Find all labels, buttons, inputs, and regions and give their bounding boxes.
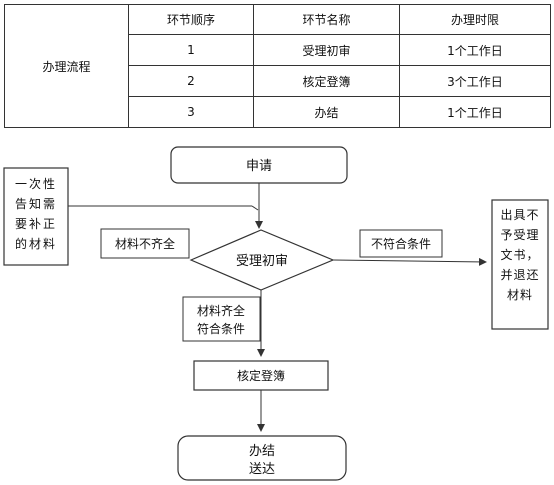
finish-line-1: 办结 <box>249 444 275 459</box>
notify-line-2: 告知需 <box>15 197 57 211</box>
notify-line-1: 一次性 <box>15 177 57 191</box>
notify-line-4: 的材料 <box>15 236 57 251</box>
notify-line-3: 要补正 <box>15 217 57 231</box>
finish-node <box>177 435 347 481</box>
not-eligible-label-box <box>359 229 443 258</box>
name-cell: 办结 <box>253 96 400 128</box>
table-row: 3 办结 1个工作日 <box>5 96 551 128</box>
rejection-line-3: 文书， <box>500 247 539 262</box>
order-cell: 3 <box>128 96 254 128</box>
finish-line-2: 送达 <box>249 462 275 477</box>
limit-cell: 1个工作日 <box>399 96 551 128</box>
eligible-label-line-1: 材料齐全 <box>197 303 245 318</box>
rejection-line-4: 并退还 <box>500 268 539 282</box>
arrow-to-rejection <box>332 257 487 266</box>
notify-box <box>3 167 69 266</box>
rejection-line-1: 出具不 <box>500 208 539 222</box>
row-header-cell: 办理流程 <box>4 4 129 128</box>
review-decision-label: 受理初审 <box>236 254 288 269</box>
table-row: 2 核定登簿 3个工作日 <box>5 65 551 97</box>
apply-label: 申请 <box>246 159 272 174</box>
missing-materials-label-box <box>100 228 190 259</box>
missing-materials-label: 材料不齐全 <box>115 236 175 251</box>
eligible-label-box <box>182 296 261 342</box>
order-cell: 2 <box>128 65 254 97</box>
connector-notify-tip <box>251 205 259 211</box>
rejection-line-2: 予受理 <box>500 228 539 242</box>
process-table: 办理流程 环节顺序 环节名称 办理时限 1 受理初审 1个工作日 2 核定登簿 … <box>4 4 551 128</box>
eligible-label-line-2: 符合条件 <box>197 321 245 336</box>
rejection-line-5: 材料 <box>507 288 533 302</box>
not-eligible-label: 不符合条件 <box>371 236 431 251</box>
column-header-limit: 办理时限 <box>399 4 551 35</box>
name-cell: 核定登簿 <box>253 65 400 97</box>
limit-cell: 1个工作日 <box>399 34 551 66</box>
rejection-box <box>491 199 549 330</box>
register-label: 核定登簿 <box>237 368 285 383</box>
column-header-order: 环节顺序 <box>128 4 254 35</box>
table-row: 1 受理初审 1个工作日 <box>5 34 551 66</box>
name-cell: 受理初审 <box>253 34 400 66</box>
register-node <box>193 360 329 391</box>
